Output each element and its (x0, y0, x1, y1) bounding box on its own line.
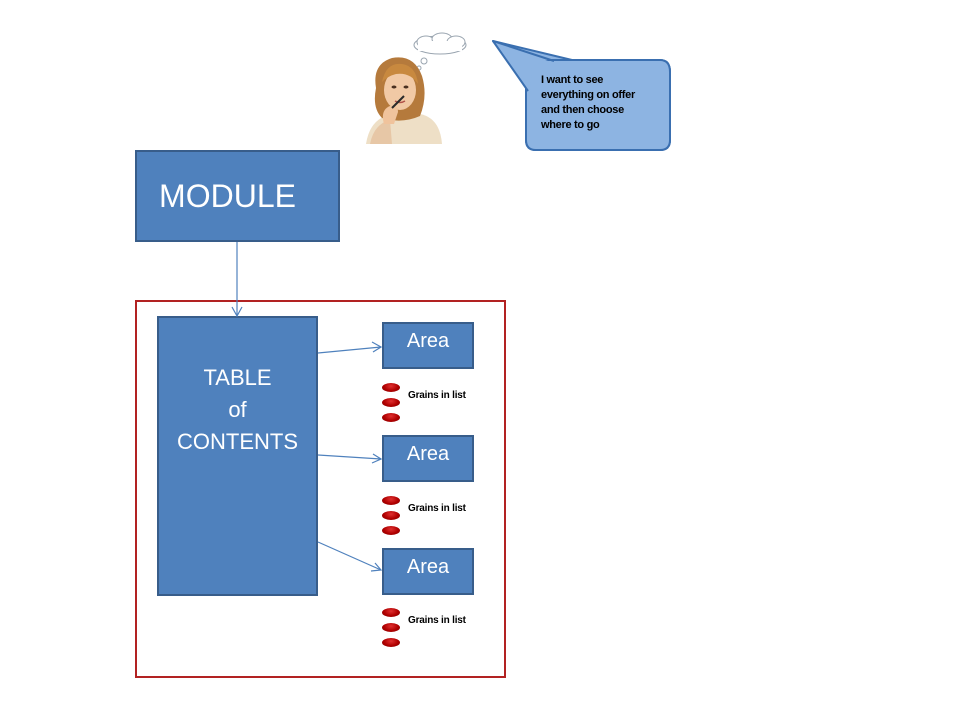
bullet-icon (382, 511, 400, 520)
speech-line: everything on offer (541, 89, 635, 101)
grains-label: Grains in list (408, 503, 466, 514)
bullet-icon (382, 526, 400, 535)
toc-label: TABLE of CONTENTS (177, 365, 298, 454)
bullet-icon (382, 608, 400, 617)
speech-line: and then choose (541, 104, 624, 116)
contents-frame (135, 300, 506, 678)
module-label: MODULE (159, 177, 296, 214)
speech-line: I want to see (541, 74, 604, 86)
speech-bubble-text: I want to see everything on offer and th… (541, 73, 659, 133)
module-box: MODULE (135, 150, 340, 242)
thinking-woman-image (366, 32, 467, 144)
grains-label: Grains in list (408, 390, 466, 401)
bullet-icon (382, 638, 400, 647)
bullet-icon (382, 496, 400, 505)
area-box-3: Area (382, 548, 474, 595)
speech-line: where to go (541, 119, 600, 131)
speech-bubble (492, 40, 671, 151)
table-of-contents-box: TABLE of CONTENTS (157, 316, 318, 596)
area-label: Area (406, 443, 450, 465)
bullet-icon (382, 398, 400, 407)
area-label: Area (406, 330, 450, 352)
area-box-2: Area (382, 435, 474, 482)
bullet-icon (382, 413, 400, 422)
bullet-icon (382, 383, 400, 392)
thought-cloud-icon (413, 32, 467, 71)
bullet-icon (382, 623, 400, 632)
grains-label: Grains in list (408, 615, 466, 626)
area-label: Area (406, 556, 450, 578)
area-box-1: Area (382, 322, 474, 369)
